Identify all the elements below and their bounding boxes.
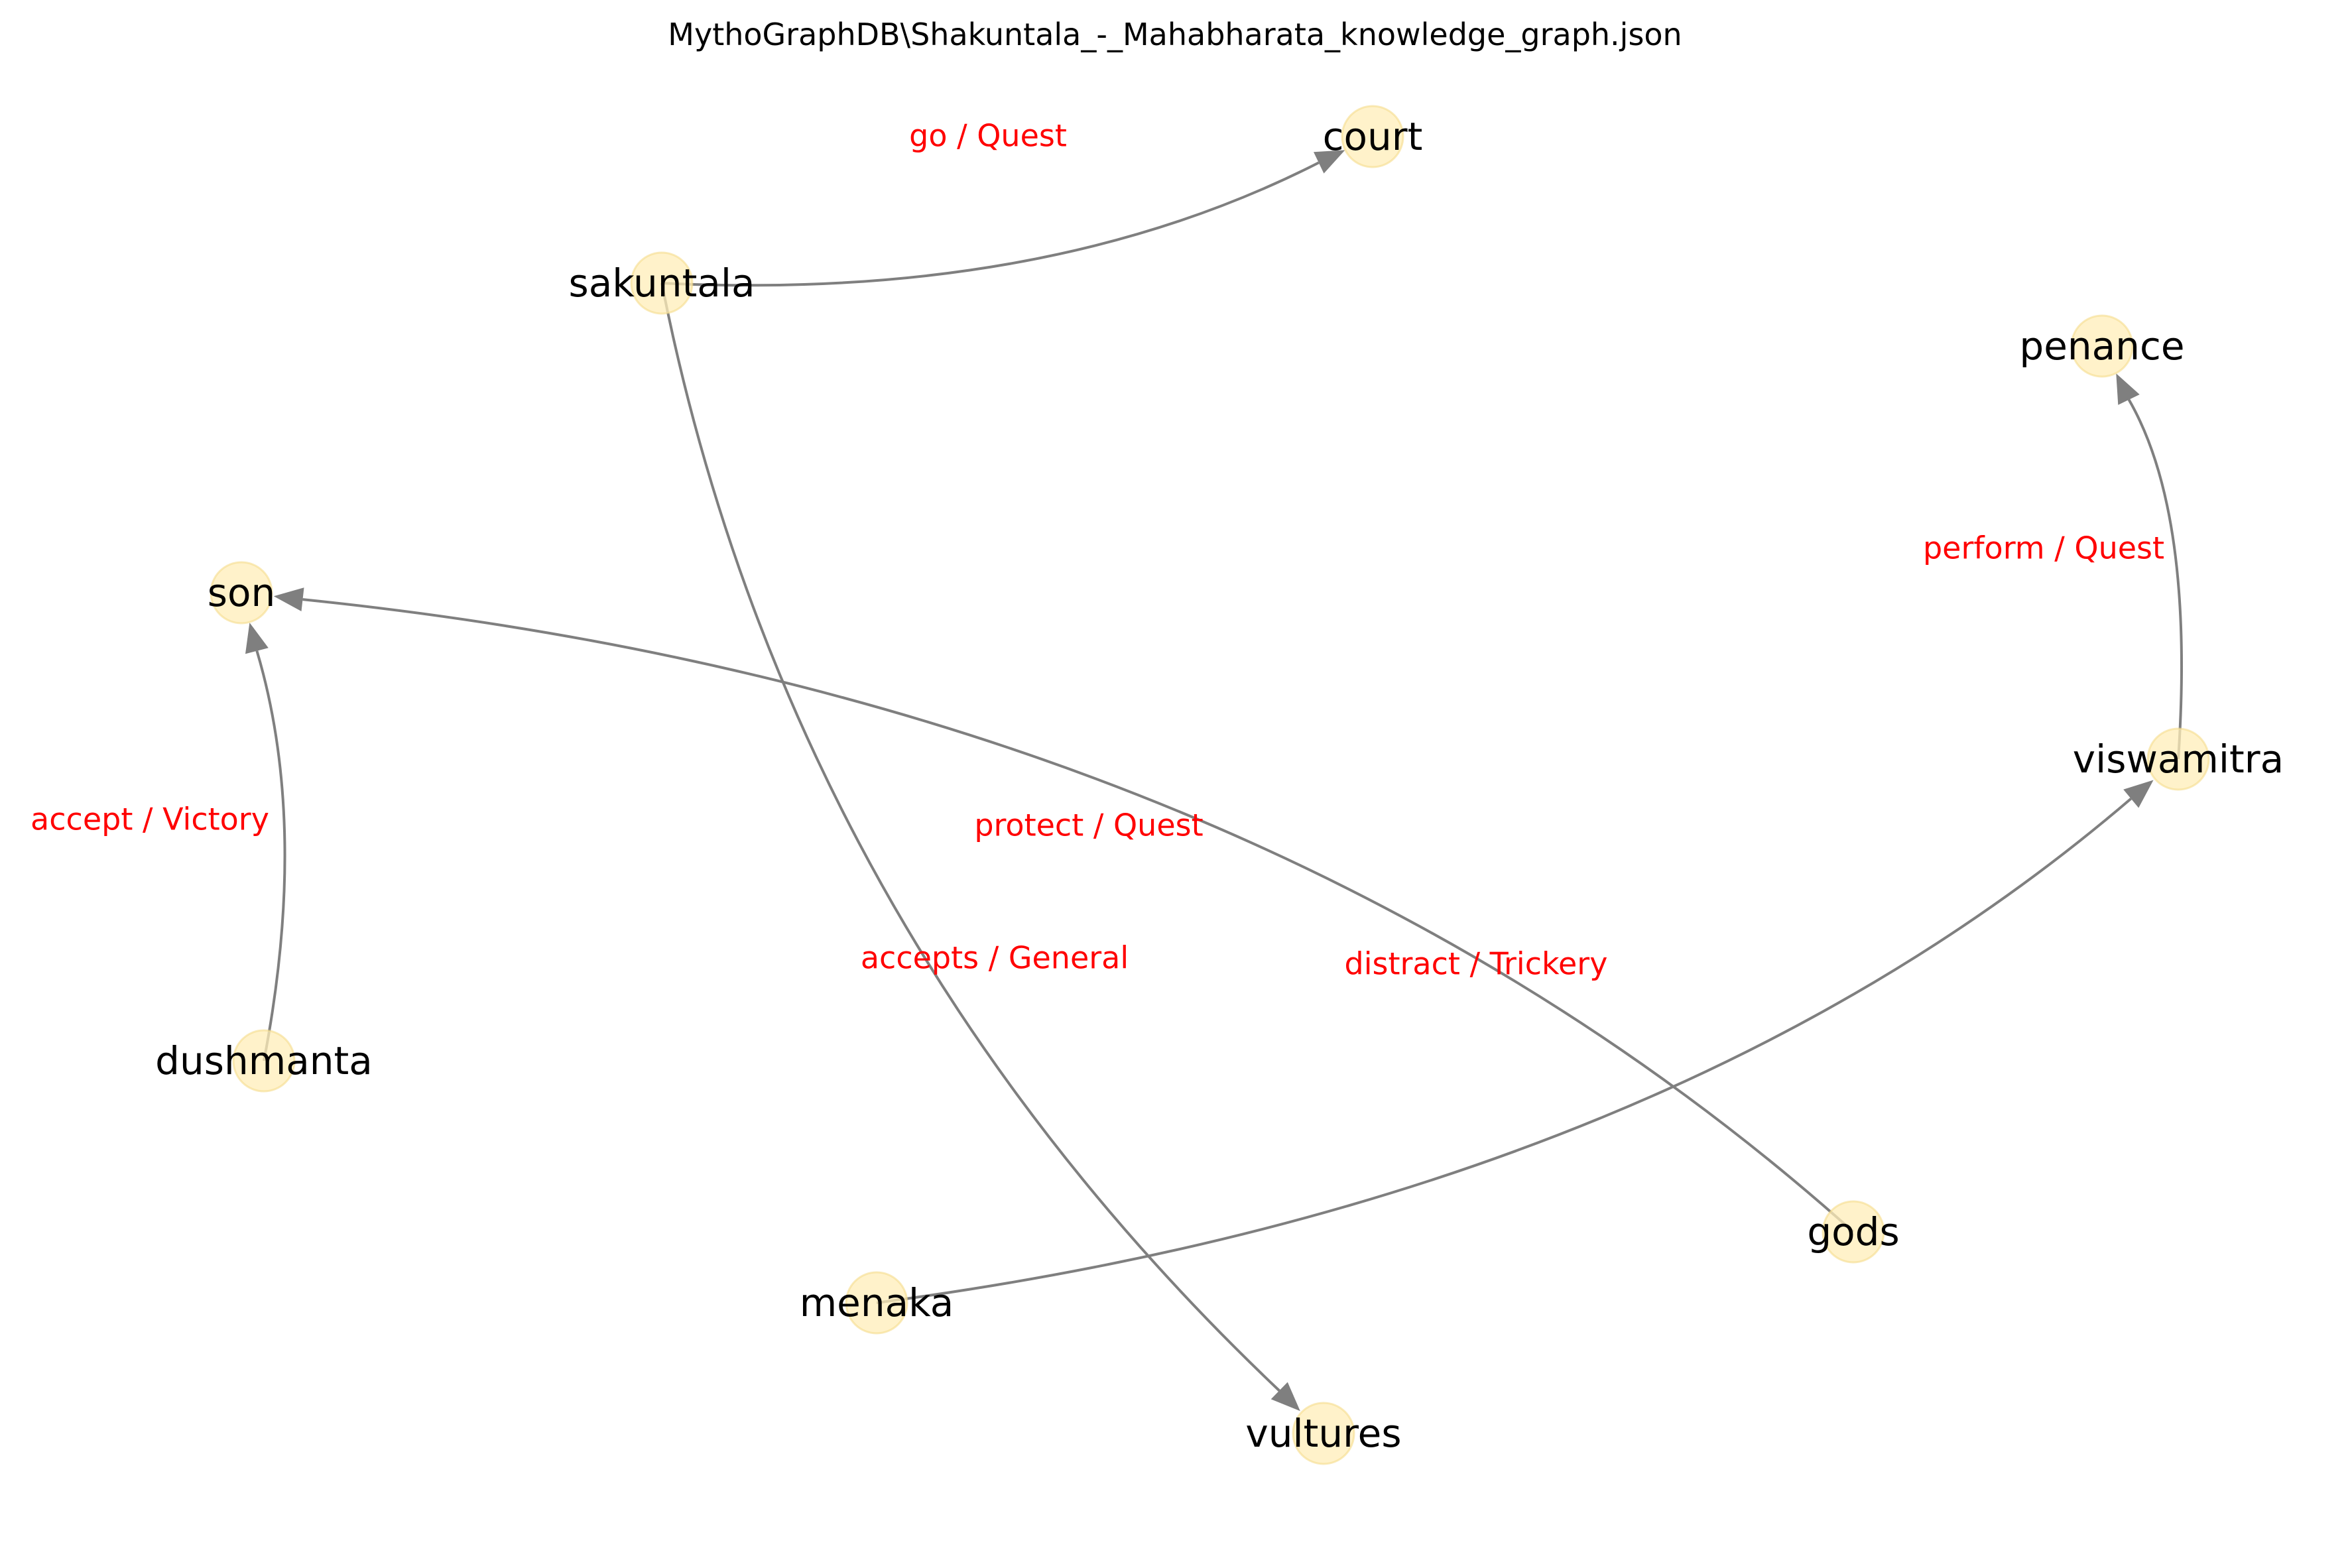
node-label-vultures: vultures [1245,1411,1401,1456]
edge-label-menaka-viswamitra: distract / Trickery [1345,946,1608,982]
node-label-penance: penance [2019,324,2184,369]
edge-label-viswamitra-penance: perform / Quest [1923,530,2164,566]
edge-dushmanta-son [255,650,286,1061]
graph-title: MythoGraphDB\Shakuntala_-_Mahabharata_kn… [668,17,1682,52]
arrow-head-dushmanta-son [245,623,269,654]
edge-menaka-viswamitra [876,798,2133,1304]
arrow-head-menaka-viswamitra [2123,780,2154,808]
node-menaka[interactable] [845,1271,908,1335]
node-court[interactable] [1341,105,1404,168]
edge-label-dushmanta-son: accept / Victory [31,802,269,837]
arrow-head-sakuntala-vultures [1270,1382,1300,1412]
node-label-sakuntala: sakuntala [568,261,755,306]
edge-sakuntala-court [661,161,1320,287]
node-sakuntala[interactable] [630,251,694,315]
node-label-viswamitra: viswamitra [2073,737,2284,782]
edge-label-sakuntala-court: go / Quest [909,118,1067,154]
node-label-dushmanta: dushmanta [155,1038,373,1083]
arrow-head-viswamitra-penance [2116,373,2140,405]
arrow-head-gods-son [273,587,304,611]
node-dushmanta[interactable] [232,1029,296,1093]
arrow-head-sakuntala-court [1314,150,1345,174]
edge-sakuntala-vultures [660,282,1280,1392]
node-vultures[interactable] [1292,1402,1355,1465]
node-label-son: son [208,570,275,615]
edge-gods-son [302,598,1855,1233]
edge-label-sakuntala-vultures: accepts / General [861,940,1129,976]
node-gods[interactable] [1822,1200,1885,1264]
node-penance[interactable] [2070,314,2134,378]
edge-viswamitra-penance [2127,398,2184,760]
edges-layer [245,150,2184,1412]
node-label-court: court [1323,114,1423,159]
node-viswamitra[interactable] [2146,727,2210,791]
node-son[interactable] [210,561,273,625]
nodes-layer: court sakuntala penance son viswamitra dushma… [155,105,2284,1465]
node-label-menaka: menaka [800,1280,954,1325]
edge-label-gods-son: protect / Quest [974,808,1203,843]
node-label-gods: gods [1807,1209,1899,1254]
edge-labels-layer: go / Quest perform / Quest accept / Victor… [31,118,2164,982]
